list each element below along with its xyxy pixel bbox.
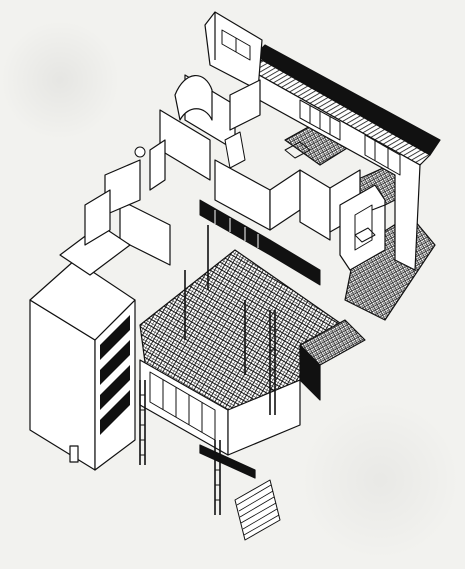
left-building-windows (100, 315, 130, 435)
curved-wall (174, 75, 213, 121)
dark-base-strip (199, 444, 256, 479)
lower-right-facade (227, 379, 301, 456)
columns (139, 225, 276, 515)
left-stair-walls (59, 189, 131, 276)
upper-wall-windows (299, 99, 401, 176)
entrance-stair (234, 479, 281, 541)
column-rungs (140, 329, 275, 501)
stair-steps (236, 484, 280, 536)
left-building-top (29, 259, 136, 341)
left-building-door (69, 445, 79, 463)
mid-window-band (199, 199, 321, 286)
furniture-details (134, 131, 376, 243)
